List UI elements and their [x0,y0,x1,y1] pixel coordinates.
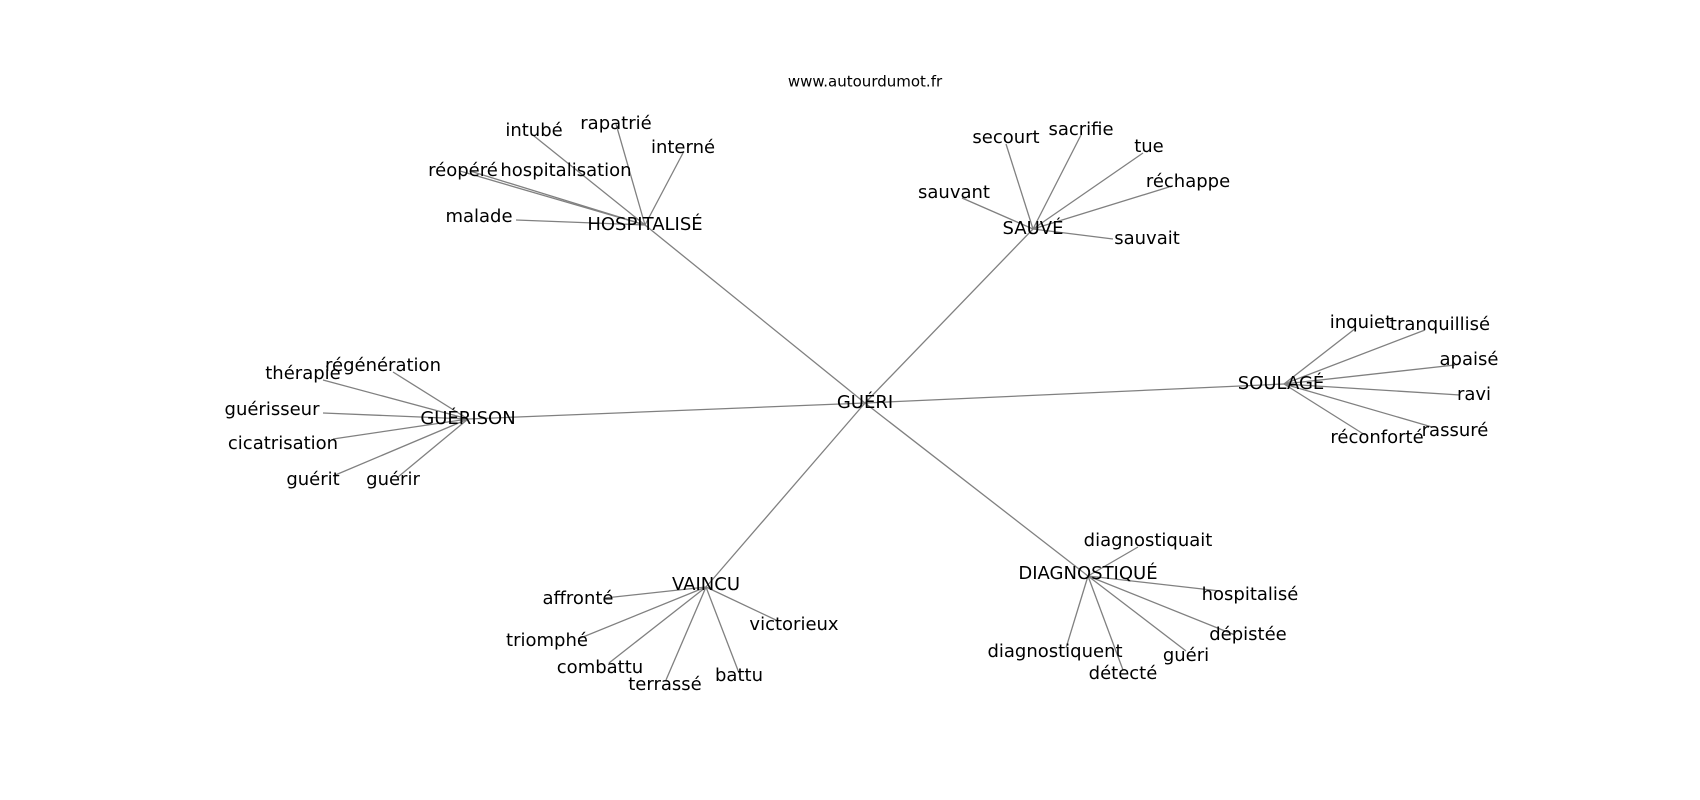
edge-center-soulage [864,383,1285,404]
hub-label-guerison: GUÉRISON [420,407,515,429]
edge-guerison-4 [332,418,469,477]
edge-diagnostique-1 [1087,575,1221,592]
edge-center-guerison [467,402,866,420]
leaf-label-hospitalise-2: interné [651,137,715,158]
edge-hospitalise-5 [515,219,646,226]
edge-soulage-4 [1283,383,1366,436]
leaf-label-guerison-4: guérit [286,469,339,490]
leaf-label-diagnostique-0: diagnostiquait [1084,530,1213,551]
leaf-label-guerison-5: guérir [366,469,420,490]
leaf-label-vaincu-4: battu [715,665,763,686]
leaf-label-diagnostique-4: détecté [1089,663,1158,684]
leaf-label-guerison-1: thérapie [265,363,340,384]
leaf-label-guerison-3: cicatrisation [228,433,338,454]
leaf-label-vaincu-3: terrassé [628,674,701,695]
edge-diagnostique-3 [1087,575,1187,652]
hub-label-vaincu: VAINCU [672,574,740,595]
edge-center-hospitalise [644,224,866,404]
leaf-label-hospitalise-4: hospitalisation [500,160,631,181]
leaf-label-soulage-5: rassuré [1422,420,1489,441]
center-node-label: GUÉRI [837,391,893,413]
leaf-label-sauve-3: réchappe [1146,171,1230,192]
edge-vaincu-5 [705,586,779,622]
edge-diagnostique-4 [1087,575,1124,671]
edges [322,123,1461,681]
leaf-label-diagnostique-2: dépistée [1209,624,1287,645]
hub-label-soulage: SOULAGÉ [1238,372,1325,394]
leaf-label-hospitalise-0: intubé [505,120,562,141]
edge-sauve-5 [1032,228,1114,240]
edge-hospitalise-0 [533,135,646,226]
leaf-label-sauve-5: sauvait [1114,228,1180,249]
leaf-label-sauve-2: tue [1134,136,1164,157]
edge-hospitalise-2 [644,152,684,226]
edge-soulage-0 [1283,327,1357,385]
leaf-label-vaincu-1: triomphé [506,630,588,651]
leaf-label-diagnostique-5: diagnostiquent [987,641,1122,662]
edge-hospitalise-4 [469,170,646,226]
leaf-label-diagnostique-1: hospitalisé [1202,584,1299,605]
edge-sauve-3 [1032,186,1170,230]
leaf-label-sauve-0: secourt [972,127,1039,148]
edge-guerison-3 [332,418,469,440]
hub-label-diagnostique: DIAGNOSTIQUÉ [1018,562,1157,584]
edge-vaincu-2 [608,586,707,664]
edge-diagnostique-0 [1087,546,1139,577]
leaf-label-sauve-4: sauvant [918,182,990,203]
edge-guerison-0 [392,371,469,420]
leaf-label-soulage-1: tranquillisé [1390,314,1490,335]
leaf-label-hospitalise-5: malade [445,206,512,227]
edge-guerison-2 [322,412,469,420]
leaf-label-soulage-0: inquiet [1330,312,1392,333]
edge-center-sauve [864,228,1034,404]
edge-vaincu-3 [665,586,707,681]
edge-sauve-2 [1032,152,1144,230]
edge-soulage-3 [1283,383,1461,396]
leaf-label-soulage-4: réconforté [1330,427,1423,448]
edge-soulage-2 [1283,364,1456,385]
edge-center-vaincu [705,402,866,588]
edge-sauve-1 [1032,134,1082,230]
edge-soulage-5 [1283,383,1433,428]
leaf-label-soulage-3: ravi [1457,384,1491,405]
leaf-label-guerison-0: régénération [325,355,441,376]
leaf-label-vaincu-2: combattu [557,657,643,678]
leaf-label-hospitalise-3: réopéré [428,160,498,181]
leaf-label-soulage-2: apaisé [1440,349,1499,370]
edge-sauve-0 [1005,143,1034,230]
edge-guerison-5 [397,418,469,478]
leaf-label-guerison-2: guérisseur [225,399,321,420]
leaf-label-sauve-1: sacrifie [1048,119,1113,140]
edge-vaincu-0 [604,586,707,599]
edge-guerison-1 [322,379,469,420]
edge-soulage-1 [1283,329,1426,385]
edge-vaincu-4 [705,586,740,674]
edge-diagnostique-5 [1065,575,1089,649]
leaf-label-vaincu-0: affronté [543,588,614,609]
edge-center-diagnostique [864,402,1089,577]
site-url: www.autourdumot.fr [788,73,943,91]
edge-diagnostique-2 [1087,575,1236,636]
hub-label-sauve: SAUVÉ [1003,217,1064,239]
leaf-label-hospitalise-1: rapatrié [580,113,651,134]
edge-hospitalise-1 [615,123,646,226]
hub-label-hospitalise: HOSPITALISÉ [587,213,702,235]
edge-sauve-4 [961,197,1034,230]
leaf-label-diagnostique-3: guéri [1163,645,1209,666]
leaf-label-vaincu-5: victorieux [749,614,839,635]
edge-vaincu-1 [577,586,707,640]
